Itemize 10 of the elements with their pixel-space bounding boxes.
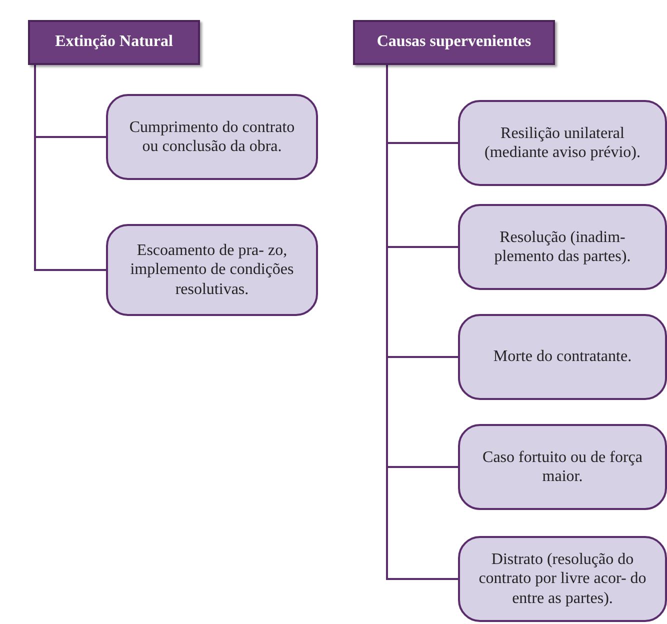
category-header: Extinção Natural xyxy=(28,20,200,65)
category-header: Causas supervenientes xyxy=(353,20,555,65)
rounded-box: Resolução (inadim- plemento das partes). xyxy=(458,204,667,290)
rounded-box: Distrato (resolução do contrato por livre acor- do entre as partes). xyxy=(458,536,667,622)
rounded-box: Resilição unilateral (mediante aviso prévio). xyxy=(458,100,667,186)
connector-line xyxy=(34,65,106,271)
rounded-box: Escoamento de pra- zo, implemento de condições resolutivas. xyxy=(106,224,318,316)
rounded-box: Caso fortuito ou de força maior. xyxy=(458,424,667,510)
rounded-box: Cumprimento do contrato ou conclusão da obra. xyxy=(106,94,318,180)
rounded-box: Morte do contratante. xyxy=(458,314,667,400)
